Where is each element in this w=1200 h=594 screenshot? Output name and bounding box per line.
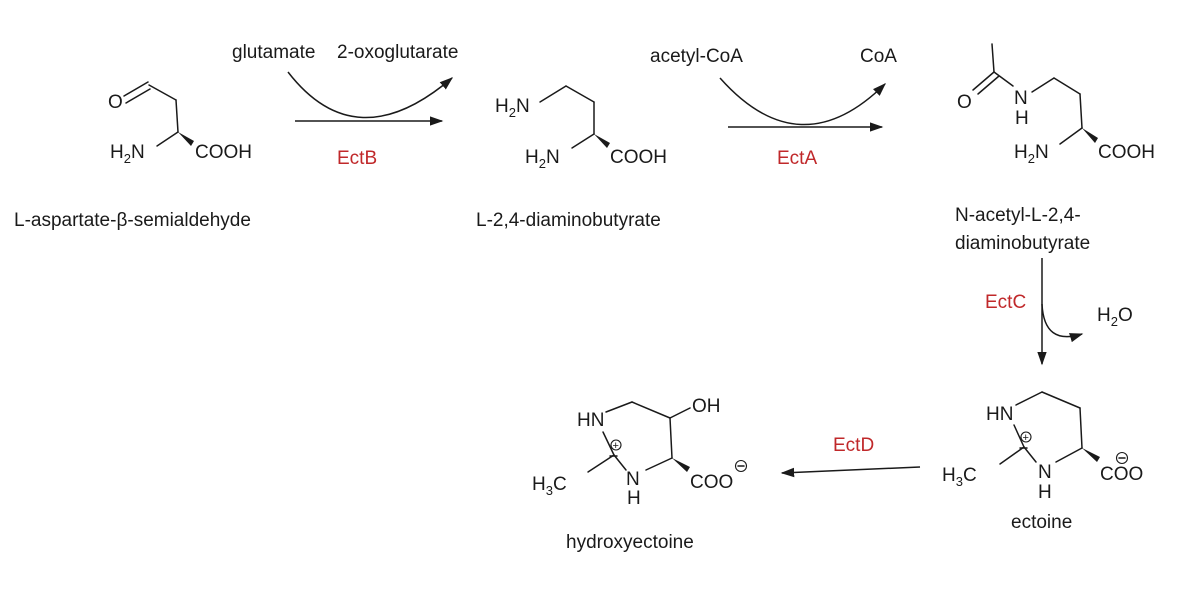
atom-h2n-bottom: H2N bbox=[525, 147, 560, 171]
atom-o: O bbox=[108, 92, 123, 113]
enzyme-ectb: EctB bbox=[337, 148, 377, 169]
positive-charge-icon: + bbox=[610, 439, 622, 452]
reaction-ectc: EctC H2O bbox=[985, 258, 1133, 366]
atom-nh-h: H bbox=[627, 488, 641, 509]
coproduct-water: H2O bbox=[1097, 305, 1133, 329]
compound-name-nadab-line2: diaminobutyrate bbox=[955, 233, 1090, 254]
enzyme-ectd: EctD bbox=[833, 435, 874, 456]
enzyme-ectc: EctC bbox=[985, 292, 1026, 313]
atom-n: N bbox=[626, 469, 640, 490]
cosubstrate-glutamate: glutamate bbox=[232, 42, 315, 63]
atom-h3c: H3C bbox=[942, 465, 977, 489]
atom-h2n: H2N bbox=[1014, 142, 1049, 166]
atom-cooh: COOH bbox=[610, 147, 667, 168]
compound-hydroxyectoine: HN OH N H H3C COO + hydroxyectoine bbox=[532, 396, 748, 553]
atom-cooh: COOH bbox=[195, 142, 252, 163]
atom-coo: COO bbox=[690, 472, 733, 493]
atom-hn: HN bbox=[577, 410, 604, 431]
negative-charge-icon bbox=[1115, 451, 1129, 465]
reaction-ectb: glutamate 2-oxoglutarate EctB bbox=[232, 42, 458, 169]
atom-cooh: COOH bbox=[1098, 142, 1155, 163]
coproduct-coa: CoA bbox=[860, 46, 897, 67]
cosubstrate-acetyl-coa: acetyl-CoA bbox=[650, 46, 743, 67]
atom-n: N bbox=[1038, 462, 1052, 483]
compound-ectoine: HN N H H3C COO + ectoine bbox=[942, 391, 1143, 533]
atom-o: O bbox=[957, 92, 972, 113]
atom-h2n: H2N bbox=[110, 142, 145, 166]
reaction-ecta: acetyl-CoA CoA EctA bbox=[650, 46, 897, 169]
svg-text:+: + bbox=[1023, 432, 1029, 444]
atom-h2n-top: H2N bbox=[495, 96, 530, 120]
positive-charge-icon: + bbox=[1020, 431, 1032, 444]
coproduct-2-oxoglutarate: 2-oxoglutarate bbox=[337, 42, 458, 63]
atom-nh-h: H bbox=[1038, 482, 1052, 503]
atom-coo: COO bbox=[1100, 464, 1143, 485]
atom-h3c: H3C bbox=[532, 474, 567, 498]
enzyme-ecta: EctA bbox=[777, 148, 817, 169]
svg-text:+: + bbox=[613, 440, 619, 452]
atom-oh: OH bbox=[692, 396, 721, 417]
reaction-ectd: EctD bbox=[780, 435, 921, 478]
compound-name-asa: L-aspartate-β-semialdehyde bbox=[14, 210, 251, 231]
compound-name-hydroxyectoine: hydroxyectoine bbox=[566, 532, 694, 553]
compound-name-ectoine: ectoine bbox=[1011, 512, 1072, 533]
atom-hn: HN bbox=[986, 404, 1013, 425]
negative-charge-icon bbox=[734, 459, 748, 473]
compound-name-dab: L-2,4-diaminobutyrate bbox=[476, 210, 661, 231]
compound-diaminobutyrate: H2N H2N COOH L-2,4-diaminobutyrate bbox=[476, 85, 667, 231]
compound-name-nadab-line1: N-acetyl-L-2,4- bbox=[955, 205, 1081, 226]
compound-n-acetyl-diaminobutyrate: O N H H2N COOH N-acetyl-L-2,4- diaminobu… bbox=[955, 43, 1155, 254]
atom-nh-h: H bbox=[1015, 108, 1029, 129]
compound-aspartate-semialdehyde: O H2N COOH L-aspartate-β-semialdehyde bbox=[14, 81, 252, 231]
atom-n: N bbox=[1014, 88, 1028, 109]
